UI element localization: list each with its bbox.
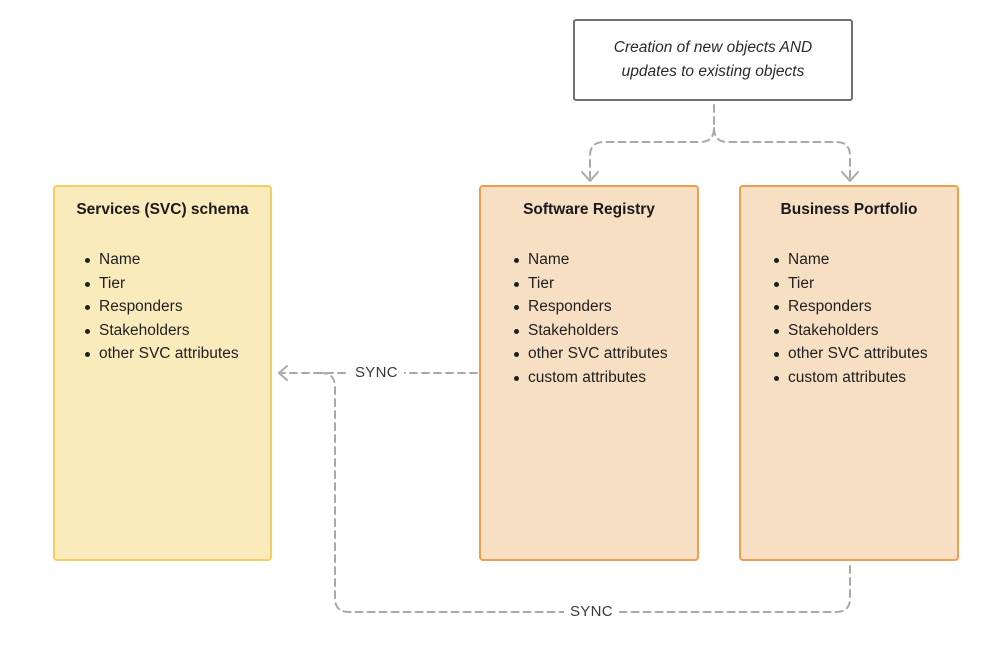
bullet-icon xyxy=(774,305,779,310)
bullet-icon xyxy=(85,352,90,357)
attribute-label: Name xyxy=(99,251,141,268)
attribute-label: Tier xyxy=(788,274,815,292)
bullet-icon xyxy=(514,328,519,334)
arrowhead-services-schema xyxy=(278,365,288,381)
attribute-label: Tier xyxy=(528,274,555,292)
business-portfolio-box: Business Portfolio Name Tier Responders … xyxy=(739,185,959,561)
note-line-1: Creation of new objects AND xyxy=(613,39,813,56)
attribute-label: Responders xyxy=(528,298,612,315)
services-schema-title: Services (SVC) schema xyxy=(76,201,249,218)
attribute-label: Stakeholders xyxy=(528,321,619,339)
bullet-icon xyxy=(774,281,779,287)
list-item: Stakeholders xyxy=(481,319,697,343)
list-item: custom attributes xyxy=(741,366,957,390)
attribute-label: Responders xyxy=(788,298,872,315)
list-item: Tier xyxy=(55,272,270,296)
attribute-label: other SVC attributes xyxy=(528,345,668,362)
note-to-business-portfolio-connector xyxy=(713,127,851,179)
list-item: Tier xyxy=(481,272,697,296)
list-item: other SVC attributes xyxy=(55,342,270,366)
bullet-icon xyxy=(514,305,519,310)
bullet-icon xyxy=(774,328,779,334)
software-registry-attributes: Name Tier Responders Stakeholders other … xyxy=(481,248,697,389)
list-item: Stakeholders xyxy=(741,319,957,343)
services-schema-box: Services (SVC) schema Name Tier Responde… xyxy=(53,185,272,561)
attribute-label: Name xyxy=(788,251,830,268)
software-registry-title: Software Registry xyxy=(523,201,655,218)
attribute-label: other SVC attributes xyxy=(788,345,928,362)
business-portfolio-title: Business Portfolio xyxy=(780,201,918,218)
sync-bottom-connector xyxy=(320,372,851,613)
list-item: Name xyxy=(481,248,697,272)
bullet-icon xyxy=(514,352,519,357)
bullet-icon xyxy=(85,305,90,310)
business-portfolio-attributes: Name Tier Responders Stakeholders other … xyxy=(741,248,957,389)
attribute-label: custom attributes xyxy=(528,368,647,386)
bullet-icon xyxy=(85,281,90,287)
list-item: Responders xyxy=(55,295,270,319)
list-item: custom attributes xyxy=(481,366,697,390)
list-item: Name xyxy=(741,248,957,272)
list-item: Name xyxy=(55,248,270,272)
attribute-label: Stakeholders xyxy=(99,321,190,339)
list-item: Responders xyxy=(481,295,697,319)
arrowhead-business-portfolio xyxy=(841,171,859,182)
arrowhead-software-registry xyxy=(581,171,599,182)
note-line-2: updates to existing objects xyxy=(621,63,805,80)
list-item: other SVC attributes xyxy=(741,342,957,366)
list-item: Stakeholders xyxy=(55,319,270,343)
sync-bottom-label: SYNC xyxy=(564,603,619,620)
list-item: Tier xyxy=(741,272,957,296)
sync-top-label: SYNC xyxy=(349,364,404,381)
attribute-label: Responders xyxy=(99,298,183,315)
services-schema-attributes: Name Tier Responders Stakeholders other … xyxy=(55,248,270,366)
bullet-icon xyxy=(514,375,519,381)
source-note: Creation of new objects AND updates to e… xyxy=(573,19,853,101)
attribute-label: custom attributes xyxy=(788,368,907,386)
bullet-icon xyxy=(85,258,90,263)
bullet-icon xyxy=(85,328,90,334)
bullet-icon xyxy=(774,375,779,381)
note-to-boxes-connector xyxy=(589,104,715,179)
list-item: other SVC attributes xyxy=(481,342,697,366)
bullet-icon xyxy=(514,258,519,263)
bullet-icon xyxy=(514,281,519,287)
attribute-label: other SVC attributes xyxy=(99,345,239,362)
attribute-label: Name xyxy=(528,251,570,268)
attribute-label: Tier xyxy=(99,274,126,292)
bullet-icon xyxy=(774,352,779,357)
bullet-icon xyxy=(774,258,779,263)
software-registry-box: Software Registry Name Tier Responders S… xyxy=(479,185,699,561)
attribute-label: Stakeholders xyxy=(788,321,879,339)
list-item: Responders xyxy=(741,295,957,319)
